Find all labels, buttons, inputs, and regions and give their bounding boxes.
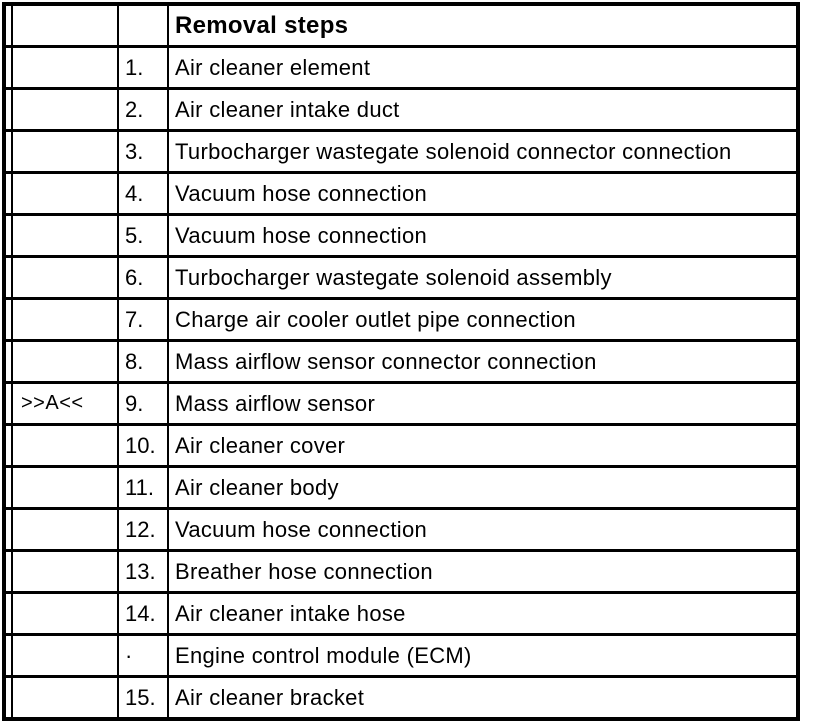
marker-cell: [11, 633, 119, 678]
table-row-bulleted: · Engine control module (ECM): [6, 633, 796, 678]
gutter-cell: [6, 339, 13, 384]
table-header-title: Removal steps: [167, 6, 796, 48]
table-row: 2. Air cleaner intake duct: [6, 87, 796, 132]
gutter-cell: [6, 213, 13, 258]
table-row: 10. Air cleaner cover: [6, 423, 796, 468]
step-description-cell: Air cleaner element: [167, 45, 796, 90]
marker-cell: [11, 507, 119, 552]
gutter-cell: [6, 633, 13, 678]
step-number-cell: 5.: [117, 213, 169, 258]
step-description-cell: Air cleaner body: [167, 465, 796, 510]
gutter-cell: [6, 423, 13, 468]
removal-steps-table: Removal steps 1. Air cleaner element 2. …: [6, 6, 796, 717]
step-number-cell: 11.: [117, 465, 169, 510]
step-description-cell: Breather hose connection: [167, 549, 796, 594]
gutter-cell: [6, 129, 13, 174]
gutter-cell: [6, 6, 13, 48]
step-description-cell: Mass airflow sensor connector connection: [167, 339, 796, 384]
table-row: 14. Air cleaner intake hose: [6, 591, 796, 636]
marker-cell: [11, 129, 119, 174]
step-number-cell: 13.: [117, 549, 169, 594]
marker-cell: [11, 591, 119, 636]
table-row: 15. Air cleaner bracket: [6, 675, 796, 717]
step-description-cell: Vacuum hose connection: [167, 171, 796, 216]
step-description-cell: Air cleaner bracket: [167, 675, 796, 717]
step-description-cell: Air cleaner cover: [167, 423, 796, 468]
step-number-cell: 15.: [117, 675, 169, 717]
step-number-cell: 1.: [117, 45, 169, 90]
table-row: 13. Breather hose connection: [6, 549, 796, 594]
step-number-cell: 2.: [117, 87, 169, 132]
gutter-cell: [6, 549, 13, 594]
step-description-cell: Vacuum hose connection: [167, 213, 796, 258]
marker-cell: [11, 6, 119, 48]
marker-cell: [11, 171, 119, 216]
step-description-cell: Turbocharger wastegate solenoid assembly: [167, 255, 796, 300]
gutter-cell: [6, 465, 13, 510]
marker-cell: [11, 549, 119, 594]
marker-cell: [11, 465, 119, 510]
step-number-cell: 7.: [117, 297, 169, 342]
step-number-cell: 8.: [117, 339, 169, 384]
step-description-cell: Vacuum hose connection: [167, 507, 796, 552]
gutter-cell: [6, 87, 13, 132]
gutter-cell: [6, 45, 13, 90]
gutter-cell: [6, 381, 13, 426]
gutter-cell: [6, 297, 13, 342]
table-row: 6. Turbocharger wastegate solenoid assem…: [6, 255, 796, 300]
marker-cell: [11, 255, 119, 300]
step-number-cell: 10.: [117, 423, 169, 468]
marker-cell: [11, 45, 119, 90]
table-row: 5. Vacuum hose connection: [6, 213, 796, 258]
gutter-cell: [6, 255, 13, 300]
step-number-cell: 14.: [117, 591, 169, 636]
gutter-cell: [6, 171, 13, 216]
gutter-cell: [6, 675, 13, 717]
step-number-cell: 3.: [117, 129, 169, 174]
marker-cell: >>A<<: [11, 381, 119, 426]
table-row: 1. Air cleaner element: [6, 45, 796, 90]
marker-cell: [11, 339, 119, 384]
table-row: 11. Air cleaner body: [6, 465, 796, 510]
step-number-cell: [117, 6, 169, 48]
step-number-cell: 6.: [117, 255, 169, 300]
marker-cell: [11, 87, 119, 132]
step-description-cell: Charge air cooler outlet pipe connection: [167, 297, 796, 342]
header-row: Removal steps: [6, 6, 796, 48]
step-number-cell: 4.: [117, 171, 169, 216]
table-row: 8. Mass airflow sensor connector connect…: [6, 339, 796, 384]
marker-cell: [11, 423, 119, 468]
table-row: 12. Vacuum hose connection: [6, 507, 796, 552]
marker-cell: [11, 213, 119, 258]
step-number-cell: 12.: [117, 507, 169, 552]
step-description-cell: Air cleaner intake hose: [167, 591, 796, 636]
marker-cell: [11, 297, 119, 342]
step-number-cell: 9.: [117, 381, 169, 426]
marker-cell: [11, 675, 119, 717]
step-description-cell: Mass airflow sensor: [167, 381, 796, 426]
step-description-cell: Turbocharger wastegate solenoid connecto…: [167, 129, 796, 174]
step-description-cell: Engine control module (ECM): [167, 633, 796, 678]
gutter-cell: [6, 591, 13, 636]
table-row: 7. Charge air cooler outlet pipe connect…: [6, 297, 796, 342]
bullet-cell: ·: [117, 633, 169, 678]
table-row-marked: >>A<< 9. Mass airflow sensor: [6, 381, 796, 426]
table-row: 3. Turbocharger wastegate solenoid conne…: [6, 129, 796, 174]
step-description-cell: Air cleaner intake duct: [167, 87, 796, 132]
removal-steps-table-frame: Removal steps 1. Air cleaner element 2. …: [2, 2, 800, 721]
gutter-cell: [6, 507, 13, 552]
table-row: 4. Vacuum hose connection: [6, 171, 796, 216]
